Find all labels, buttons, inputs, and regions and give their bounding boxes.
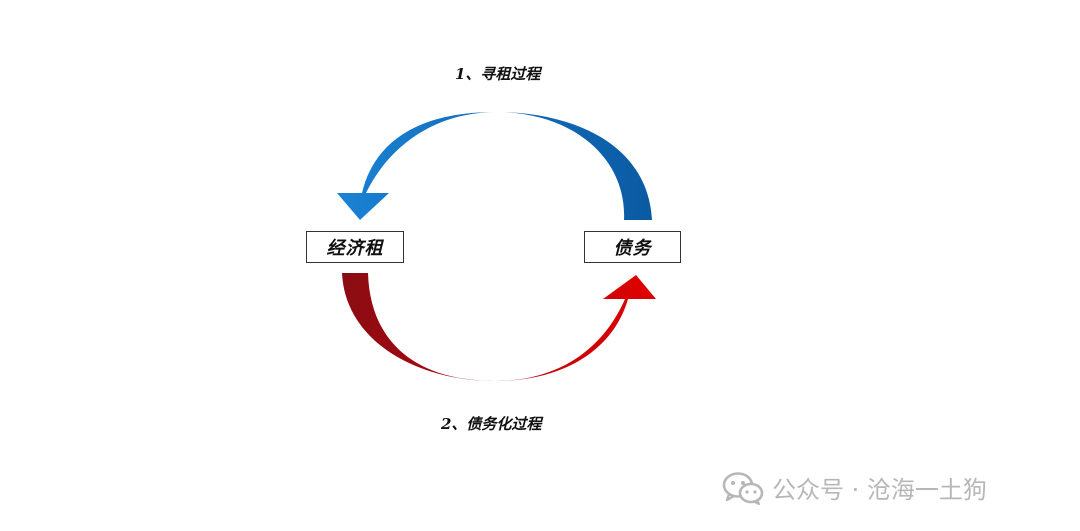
node-debt-label: 债务 bbox=[613, 238, 652, 259]
watermark-text: 公众号 · 沧海一土狗 bbox=[772, 476, 987, 504]
bottom-cycle-arrow bbox=[342, 273, 656, 381]
debtification-caption: 2、债务化过程 bbox=[441, 415, 542, 433]
node-economic-rent-label: 经济租 bbox=[326, 238, 384, 259]
wechat-icon bbox=[722, 471, 764, 505]
top-cycle-arrow bbox=[337, 112, 652, 220]
node-debt: 债务 bbox=[584, 231, 681, 263]
node-economic-rent: 经济租 bbox=[306, 231, 404, 263]
watermark: 公众号 · 沧海一土狗 bbox=[722, 470, 987, 505]
rent-seeking-caption: 1、寻租过程 bbox=[455, 65, 541, 83]
